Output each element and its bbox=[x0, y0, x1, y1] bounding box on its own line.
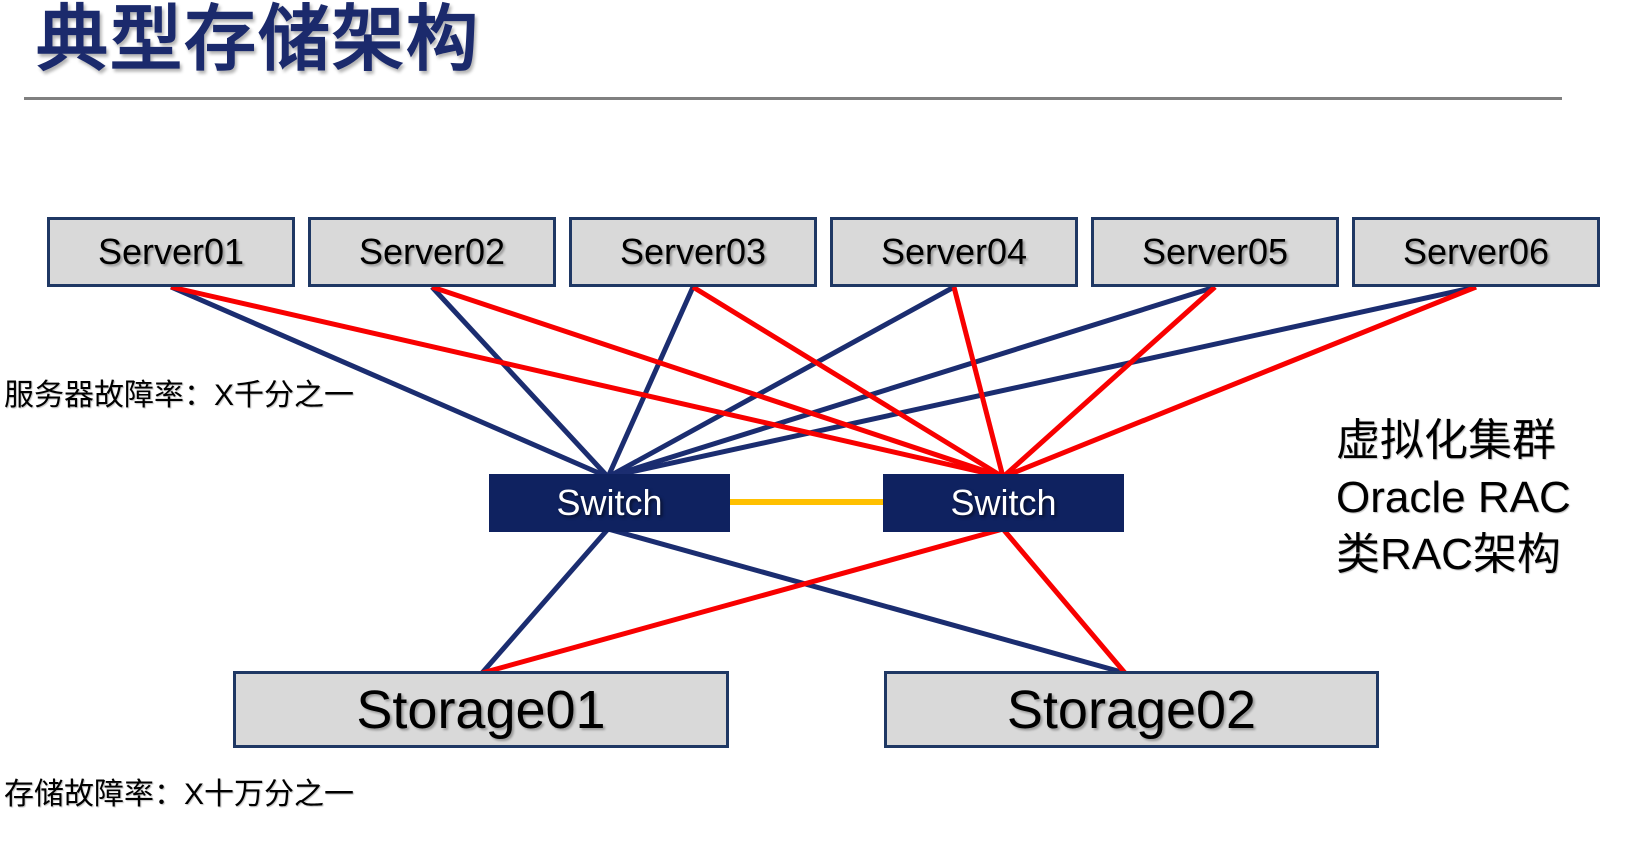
server05-node: Server05 bbox=[1091, 217, 1339, 287]
storage1-label: Storage01 bbox=[356, 679, 606, 740]
edge-server02-switch1 bbox=[430, 285, 610, 479]
storage1-node: Storage01 bbox=[233, 671, 729, 748]
server03-node: Server03 bbox=[569, 217, 817, 287]
edge-server02-switch2 bbox=[431, 284, 1004, 480]
edge-server03-switch2 bbox=[691, 284, 1005, 480]
slide-title: 典型存储架构 bbox=[36, 0, 481, 80]
server06-node: Server06 bbox=[1352, 217, 1600, 287]
server01-label: Server01 bbox=[97, 231, 245, 272]
edge-server06-switch1 bbox=[607, 284, 1477, 480]
switch2-label: Switch bbox=[950, 482, 1057, 523]
server05-label: Server05 bbox=[1141, 231, 1289, 272]
storage-failure-rate-note: 存储故障率：X十万分之一 bbox=[4, 778, 355, 811]
edge-switch1-storage2 bbox=[607, 526, 1126, 676]
server02-node: Server02 bbox=[308, 217, 556, 287]
storage2-label: Storage02 bbox=[1006, 679, 1257, 740]
server04-node: Server04 bbox=[830, 217, 1078, 287]
edge-server04-switch1 bbox=[606, 284, 956, 480]
server-failure-rate-note: 服务器故障率：X千分之一 bbox=[4, 379, 355, 412]
switch2-node: Switch bbox=[883, 474, 1124, 532]
edge-server04-switch2 bbox=[951, 286, 1006, 478]
architecture-note-line-2: Oracle RAC bbox=[1336, 473, 1571, 522]
title-divider-line bbox=[24, 97, 1562, 100]
server02-label: Server02 bbox=[358, 231, 506, 272]
edge-switch2-storage2 bbox=[1001, 527, 1127, 675]
edge-server05-switch1 bbox=[607, 284, 1216, 480]
server06-label: Server06 bbox=[1402, 231, 1550, 272]
switch1-label: Switch bbox=[556, 482, 663, 523]
edge-switch1-storage1 bbox=[480, 527, 610, 675]
storage2-node: Storage02 bbox=[884, 671, 1379, 748]
edge-server03-switch1 bbox=[605, 285, 696, 479]
architecture-note-line-3: 类RAC架构 bbox=[1336, 530, 1561, 579]
architecture-note: 虚拟化集群 Oracle RAC 类RAC架构 bbox=[1336, 412, 1571, 583]
edge-switch2-storage1 bbox=[481, 526, 1004, 676]
server03-label: Server03 bbox=[619, 231, 767, 272]
architecture-note-line-1: 虚拟化集群 bbox=[1336, 416, 1556, 465]
edge-server06-switch2 bbox=[1002, 284, 1477, 480]
switch1-node: Switch bbox=[489, 474, 730, 532]
edge-server01-switch1 bbox=[170, 284, 609, 480]
server04-label: Server04 bbox=[880, 231, 1028, 272]
edge-server05-switch2 bbox=[1001, 285, 1217, 479]
edge-server01-switch2 bbox=[170, 284, 1004, 480]
server01-node: Server01 bbox=[47, 217, 295, 287]
